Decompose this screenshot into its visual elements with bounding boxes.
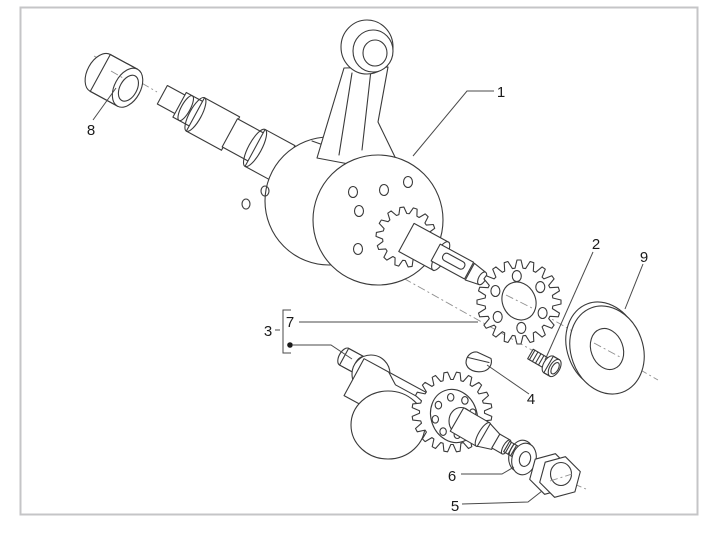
callout-2: 2 (592, 236, 600, 253)
callout-3: 3 (264, 323, 272, 340)
small-washer (508, 439, 537, 476)
centerline-in-spacer (110, 70, 124, 79)
balance-shaft-assembly (337, 347, 522, 460)
leader-line-9 (624, 263, 644, 310)
hex-nut (529, 453, 581, 498)
primary-drive-pinion (375, 206, 488, 286)
crankshaft-assembly (84, 19, 488, 286)
web-holes (241, 175, 414, 256)
driven-gear (476, 259, 562, 345)
bullet-marker (287, 342, 293, 348)
spacer-bushing (84, 52, 144, 108)
leader-line-4 (486, 364, 530, 395)
keyway-slot (441, 252, 466, 270)
callout-8: 8 (87, 122, 95, 139)
callout-6: 6 (448, 468, 456, 485)
driven-gear-holes (490, 270, 548, 334)
callout-9: 9 (640, 249, 648, 266)
leader-line-2 (544, 251, 594, 361)
leader-line-8 (92, 87, 117, 121)
large-washer (565, 301, 645, 395)
counterweight-lobe (350, 390, 426, 460)
callout-5: 5 (451, 498, 459, 515)
leader-lines (92, 87, 644, 505)
callout-1: 1 (497, 84, 505, 101)
woodruff-key (465, 351, 492, 373)
leader-line-5 (461, 490, 543, 505)
callout-7: 7 (286, 314, 294, 331)
callout-labels: 1 2 9 4 6 5 8 3 7 (87, 84, 648, 515)
leader-line-6 (461, 466, 515, 475)
leader-line-bullet (293, 344, 353, 360)
screw (527, 348, 562, 378)
leader-line-1 (412, 90, 494, 157)
callout-4: 4 (527, 391, 535, 408)
bracket-3 (282, 309, 291, 354)
connecting-rod (316, 19, 396, 169)
